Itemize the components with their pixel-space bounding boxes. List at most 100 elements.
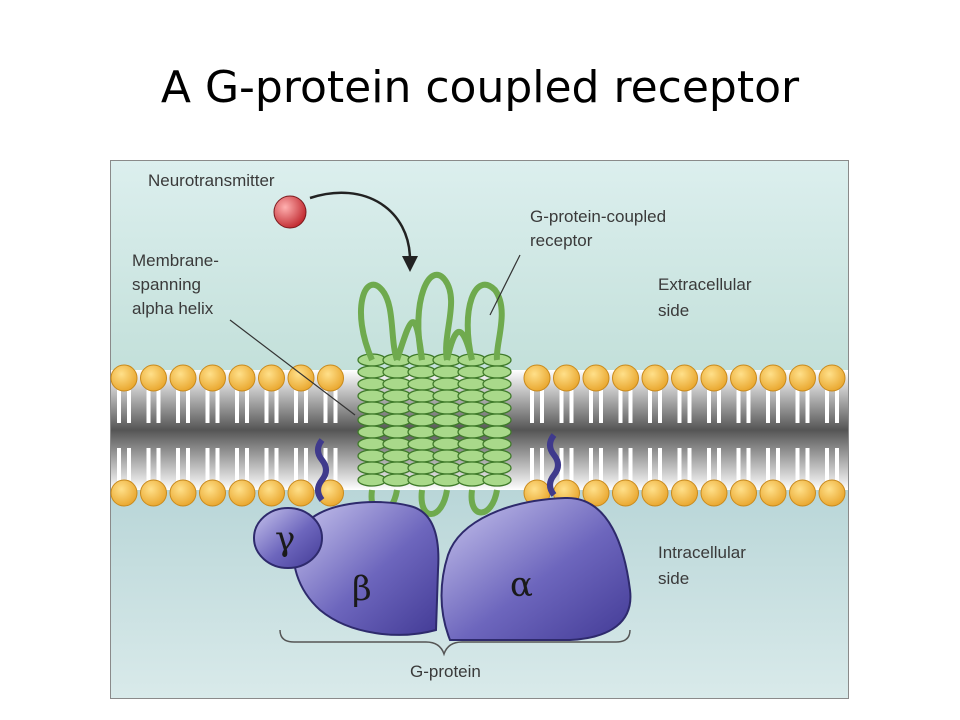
receptor-label-line1: G-protein-coupled: [530, 207, 666, 226]
lipid-tail: [648, 448, 662, 481]
helix-coil: [432, 401, 462, 415]
helix-coil: [407, 401, 437, 415]
helix-coil: [482, 437, 512, 451]
lipid-tail: [825, 390, 839, 423]
helix-coil: [457, 377, 487, 391]
helix-coil: [382, 449, 412, 463]
lipid-tail: [736, 448, 751, 481]
gpcr-diagram: γ β α G-protein Neurotransmitter G-prote…: [110, 160, 849, 699]
helix-label-line3: alpha helix: [132, 299, 214, 318]
helix-coil: [432, 461, 462, 475]
helix-coil: [482, 413, 512, 427]
lipid-head: [228, 364, 256, 392]
lipid-tail: [530, 390, 544, 423]
helix-coil: [382, 425, 412, 439]
lipid-tail: [176, 448, 190, 481]
helix-coil: [432, 437, 462, 451]
helix-coil: [357, 401, 387, 415]
receptor-leader-line: [489, 254, 521, 316]
lipid-tail: [618, 448, 633, 481]
lipid-head: [818, 364, 846, 392]
lipid-tail: [707, 448, 721, 481]
lipid-head: [287, 364, 315, 392]
lipid-head: [671, 479, 698, 507]
helix-coil: [382, 389, 412, 403]
helix-coil: [407, 473, 437, 487]
lipid-head: [258, 364, 285, 392]
lipid-tail: [146, 390, 161, 423]
lipid-head: [199, 479, 226, 507]
lipid-head: [641, 364, 669, 392]
lipid-head: [612, 364, 639, 392]
helix-coil: [457, 437, 487, 451]
lipid-head: [612, 479, 639, 507]
helix-coil: [407, 425, 437, 439]
intracellular-label-line1: Intracellular: [658, 543, 746, 562]
lipid-head: [730, 479, 757, 507]
lipid-head: [700, 479, 728, 507]
lipid-tail: [235, 390, 249, 423]
lipid-tail: [235, 448, 249, 481]
helix-label-line1: Membrane-: [132, 251, 219, 270]
gpcr-receptor: [357, 271, 512, 517]
lipid-tail: [117, 390, 131, 423]
helix-coil: [482, 425, 512, 439]
lipid-head: [287, 479, 315, 507]
neurotransmitter-label: Neurotransmitter: [148, 171, 275, 190]
lipid-head: [700, 364, 728, 392]
lipid-head: [730, 364, 757, 392]
helix-coil: [482, 461, 512, 475]
helix-coil: [382, 413, 412, 427]
lipid-tail: [795, 448, 810, 481]
helix-coil: [482, 473, 512, 487]
extracellular-region: [110, 160, 849, 370]
helix-coil: [357, 437, 387, 451]
lipid-head: [582, 479, 610, 507]
lipid-head: [759, 364, 787, 392]
lipid-head: [759, 479, 787, 507]
gamma-label: γ: [275, 519, 295, 559]
helix-coil: [357, 377, 387, 391]
helix-coil: [407, 437, 437, 451]
helix-coil: [482, 365, 512, 379]
lipid-head: [110, 364, 138, 392]
helix-coil: [457, 461, 487, 475]
lipid-tail: [736, 390, 751, 423]
lipid-tail: [677, 448, 692, 481]
helix-coil: [457, 473, 487, 487]
helix-coil: [432, 377, 462, 391]
receptor-loop: [464, 281, 505, 361]
lipid-tail: [795, 390, 810, 423]
helix-coil: [407, 461, 437, 475]
neurotransmitter-ball: [273, 195, 307, 229]
helix-coil: [482, 449, 512, 463]
lipid-head: [228, 479, 256, 507]
lipid-tail: [323, 390, 338, 423]
helix-coil: [407, 413, 437, 427]
helix-coil: [432, 389, 462, 403]
receptor-loop: [415, 271, 455, 361]
helix-coil: [357, 413, 387, 427]
gamma-lipid-anchor: [315, 438, 329, 502]
lipid-head: [789, 364, 816, 392]
helix-coil: [357, 365, 387, 379]
gprotein-brace: [279, 629, 631, 657]
helix-coil: [457, 413, 487, 427]
lipid-tail: [117, 448, 131, 481]
lipid-head: [140, 364, 167, 392]
helix-coil: [382, 461, 412, 475]
helix-label-line2: spanning: [132, 275, 201, 294]
helix-coil: [382, 437, 412, 451]
lipid-tail: [559, 390, 574, 423]
helix-coil: [382, 377, 412, 391]
lipid-head: [140, 479, 167, 507]
helix-coil: [357, 461, 387, 475]
receptor-loop: [358, 281, 400, 362]
receptor-loop: [394, 319, 425, 361]
helix-coil: [432, 365, 462, 379]
helix-coil: [382, 365, 412, 379]
helix-coil: [432, 473, 462, 487]
gamma-subunit: [253, 507, 323, 569]
lipid-head: [110, 479, 138, 507]
helix-coil: [382, 401, 412, 415]
